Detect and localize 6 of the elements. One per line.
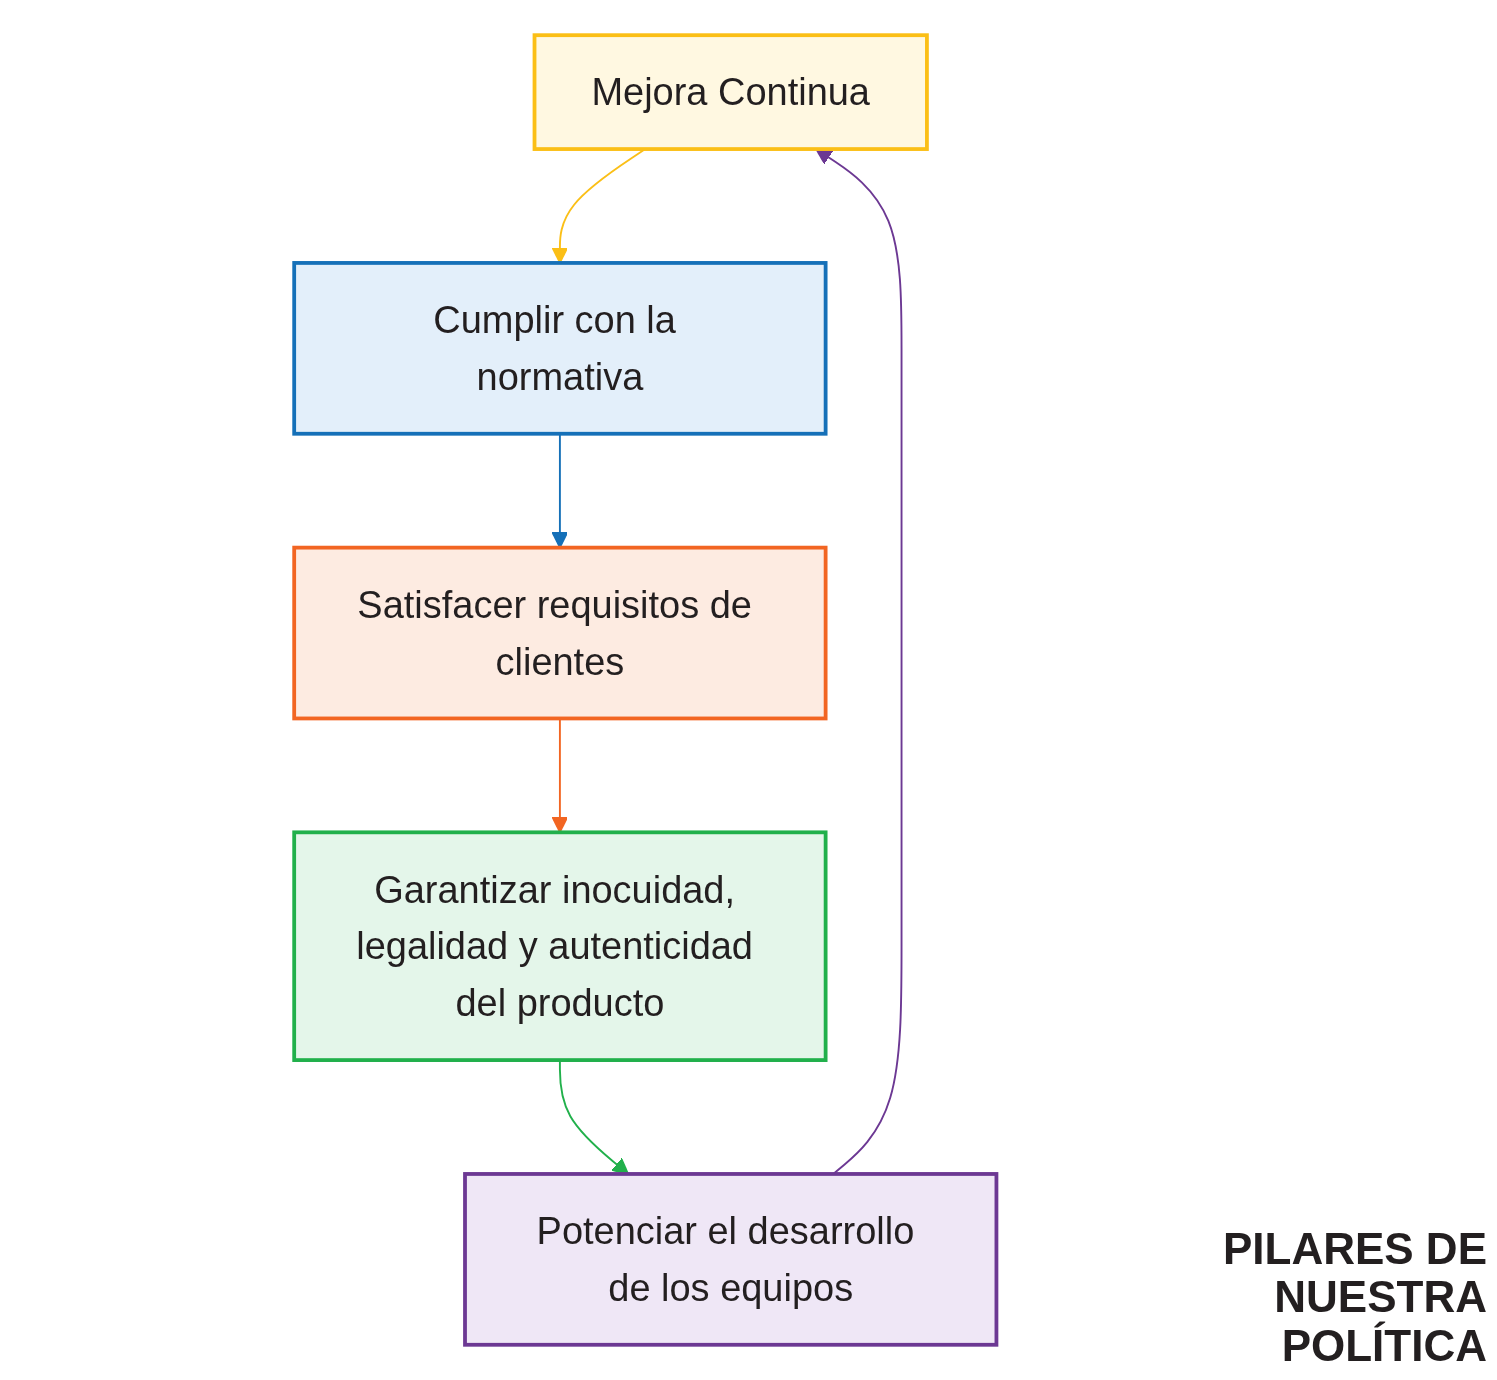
node-box: Garantizar inocuidad, legalidad y autenticidad del producto (292, 830, 828, 1062)
diagram-title: PILARES DE NUESTRA POLÍTICA (1221, 1224, 1487, 1370)
node-box: Satisfacer requisitos de clientes (292, 545, 828, 721)
node-box: Mejora Continua (532, 33, 929, 151)
node-box: Cumplir con la normativa (292, 261, 828, 436)
node-box: Potenciar el desarrollo de los equipos (462, 1172, 998, 1347)
